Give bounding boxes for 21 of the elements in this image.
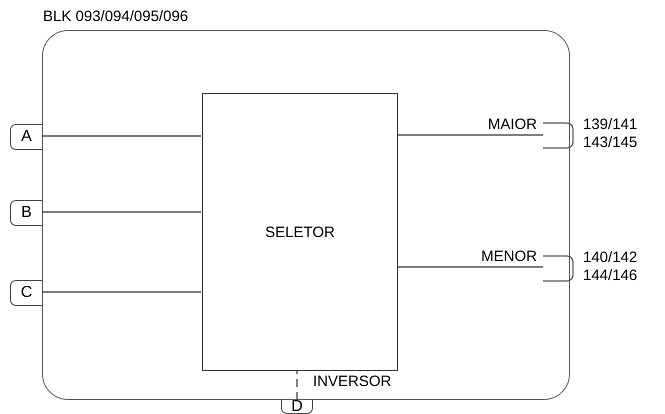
port-tag: A [10, 124, 42, 150]
dashed-line [296, 370, 298, 400]
connector-line [42, 211, 201, 213]
edge-label: INVERSOR [313, 373, 392, 391]
terminal-number: 144/146 [583, 267, 638, 285]
terminal-number: 139/141 [583, 116, 638, 134]
port-tag: C [10, 280, 42, 306]
terminal-bracket [543, 122, 575, 149]
edge-label: MAIOR [488, 116, 537, 134]
edge-label: MENOR [481, 248, 537, 266]
connector-line [42, 135, 201, 137]
selector-block: SELETOR [202, 93, 398, 371]
terminal-number: 140/142 [583, 249, 638, 267]
terminal-bracket [543, 255, 575, 282]
block-title: BLK 093/094/095/096 [43, 8, 188, 25]
port-tag: B [10, 200, 42, 226]
connector-line [397, 266, 543, 268]
connector-line [42, 291, 201, 293]
port-tag: D [281, 400, 313, 414]
connector-line [397, 134, 543, 136]
terminal-number: 143/145 [583, 134, 638, 152]
